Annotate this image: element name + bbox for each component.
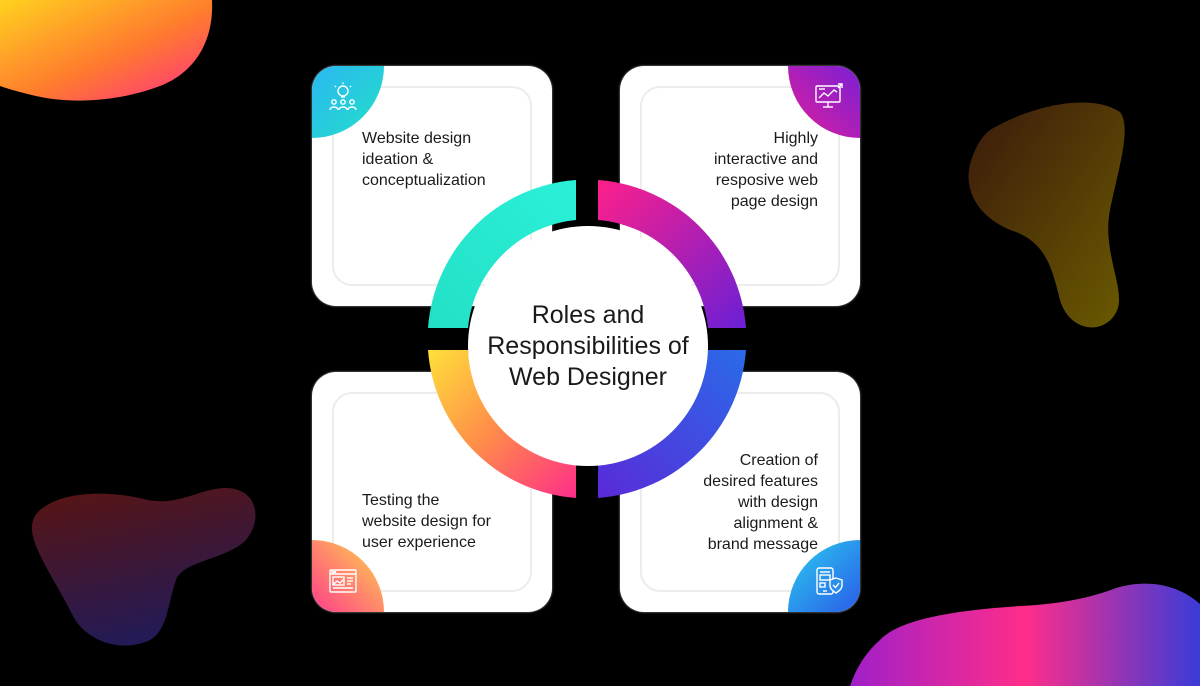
card-inner-frame [640, 392, 840, 592]
web-layout-icon [329, 569, 357, 593]
card-inner-frame [332, 392, 532, 592]
ring-segment-bottom-right [598, 350, 746, 498]
decor-blob-bottom-right [850, 583, 1200, 686]
decor-blob-left-bottom [31, 488, 256, 646]
center-hub: Roles and Responsibilities of Web Design… [468, 226, 708, 466]
diagram-title: Roles and Responsibilities of Web Design… [487, 300, 689, 391]
role-text: Highly interactive and resposive web pag… [713, 130, 818, 210]
ring-segment-top-left [428, 180, 576, 328]
decor-blob-right [968, 102, 1125, 328]
card-inner-frame [332, 86, 532, 286]
role-text: Creation of desired features with design… [703, 452, 818, 553]
role-text: Website design ideation & conceptualizat… [362, 130, 486, 189]
decor-blob-top-left [0, 0, 213, 101]
role-text: Testing the website design for user expe… [362, 492, 491, 551]
ring-segment-top-right [598, 180, 746, 328]
lightbulb-team-icon [329, 82, 357, 111]
card-inner-frame [640, 86, 840, 286]
monitor-analytics-icon [815, 83, 843, 108]
mobile-shield-icon [816, 567, 843, 595]
